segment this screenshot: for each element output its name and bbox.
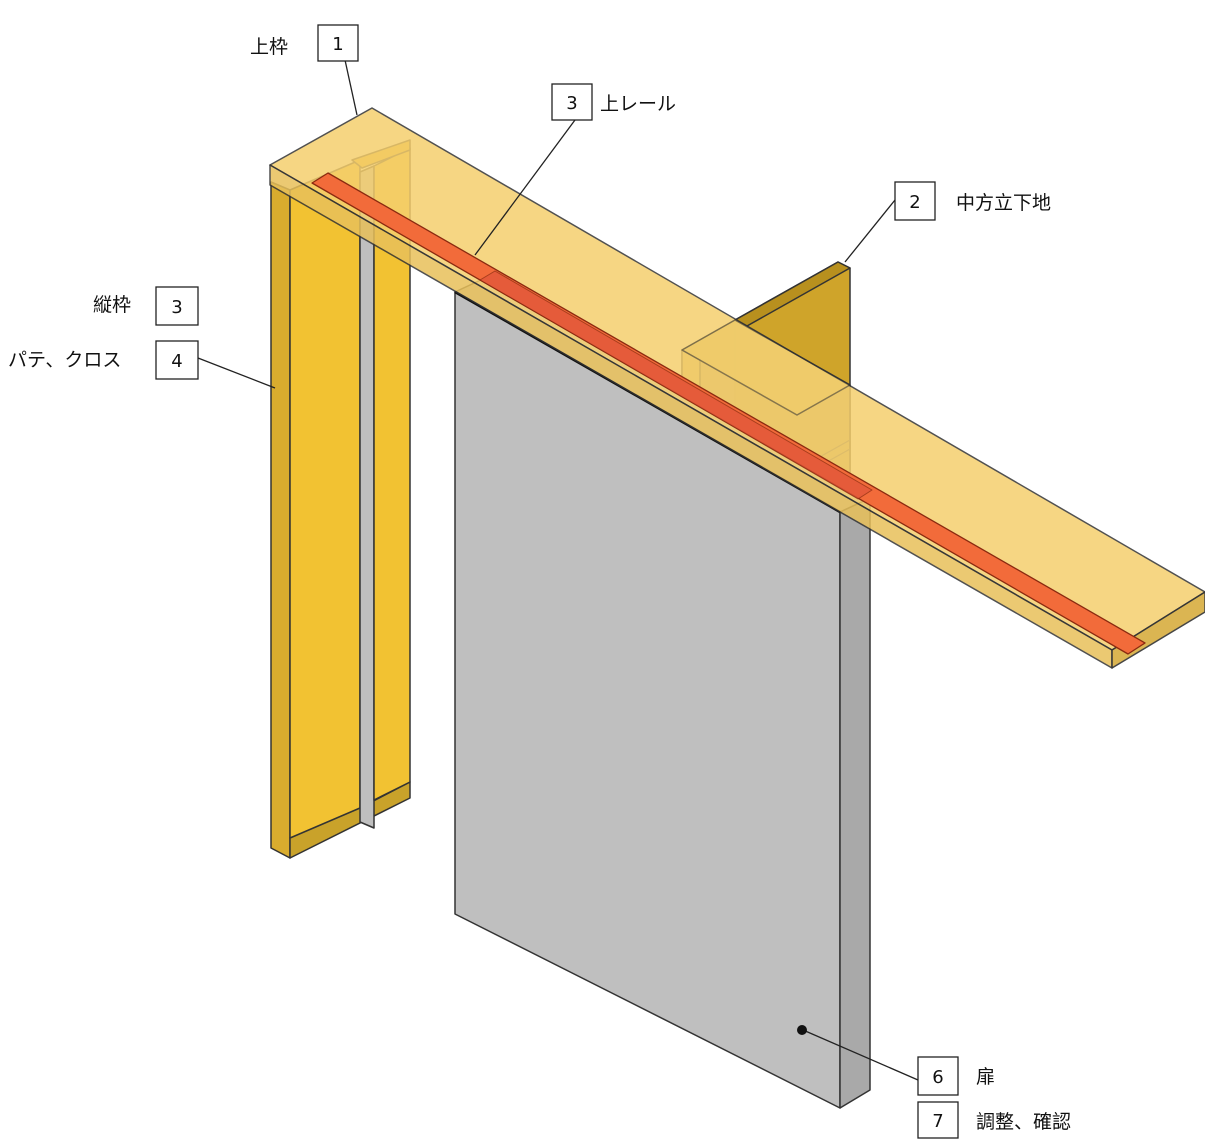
label-top-rail: 3 上レール [551, 83, 676, 121]
mid-stud-cap [681, 319, 851, 416]
label-adjust: 7 調整、確認 [917, 1101, 1071, 1139]
left-frame-bottom [289, 781, 411, 859]
label-side-frame: 縦枠 3 [93, 286, 199, 326]
label-putty-cloth: パテ、クロス 4 [8, 340, 199, 380]
top-rail-door-part [479, 270, 873, 500]
door-side [839, 497, 871, 1109]
label-number: 3 [171, 297, 182, 318]
label-number: 3 [566, 93, 577, 114]
label-text: 上レール [600, 93, 676, 115]
door-frame-illustration [269, 107, 1205, 1109]
label-number: 4 [171, 351, 182, 372]
label-number: 7 [932, 1111, 943, 1132]
label-text: 縦枠 [93, 294, 131, 316]
left-frame-face [289, 159, 361, 839]
left-frame-outer [270, 181, 291, 859]
label-mid-stud: 2 中方立下地 [894, 181, 1051, 221]
label-top-frame: 上枠 1 [250, 24, 359, 62]
door-pointer-dot [797, 1025, 807, 1035]
label-text: 上枠 [250, 36, 288, 58]
label-text: 調整、確認 [976, 1111, 1071, 1133]
leader-lines [197, 59, 919, 1081]
label-number: 1 [332, 34, 343, 55]
label-number: 6 [932, 1067, 943, 1088]
label-text: パテ、クロス [8, 349, 121, 371]
left-channel [359, 165, 375, 829]
label-text: 中方立下地 [956, 192, 1051, 214]
label-number: 2 [909, 192, 920, 213]
label-door: 6 扉 [917, 1056, 995, 1096]
label-text: 扉 [976, 1066, 995, 1088]
